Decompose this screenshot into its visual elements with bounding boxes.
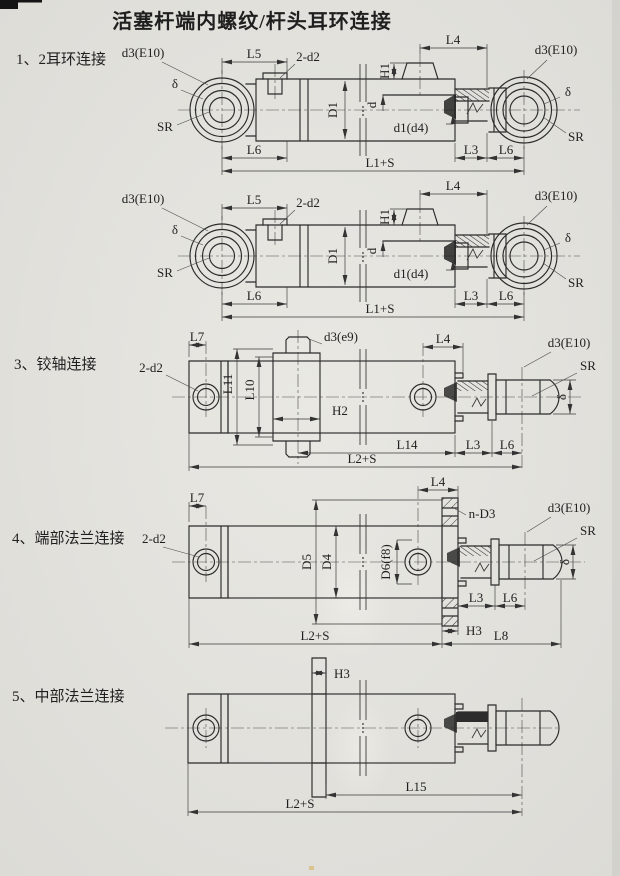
scan-black-mark [0, 0, 42, 3]
dim-label-SR: SR [580, 358, 596, 373]
dim-label-L14: L14 [397, 437, 418, 452]
diagram-3-trunnion: L7 2-d2 L11 L10 d3(e9) H2 L4 d3(E10) SR … [139, 329, 596, 471]
break-lines [359, 680, 367, 776]
port-hole [409, 383, 437, 411]
dim-label-2d2: 2-d2 [139, 360, 163, 375]
scan-speck [309, 866, 314, 870]
dim-label-L7: L7 [190, 329, 205, 344]
thread-band-dark [456, 712, 488, 722]
dim-label-L15: L15 [406, 779, 427, 794]
dim-label-delta: δ [554, 394, 569, 400]
dim-label-D6f8: D6(f8) [378, 544, 393, 579]
dim-label-D5: D5 [299, 554, 314, 570]
port-hole [404, 548, 432, 576]
dim-label-L2S: L2+S [300, 628, 329, 643]
dim-label-H3: H3 [334, 666, 350, 681]
flange-hatch [442, 598, 458, 608]
flange-hatch [442, 616, 458, 626]
break-lines [359, 514, 367, 610]
dim-label-L2S: L2+S [285, 796, 314, 811]
dim-label-d3E10: d3(E10) [548, 500, 591, 515]
label-leaders [165, 338, 578, 397]
dim-label-L7: L7 [190, 490, 205, 505]
extension-lines [188, 341, 576, 471]
trunnion-block-and-pins [272, 336, 321, 458]
port-hole-inner [408, 718, 428, 738]
dim-label-d3e9: d3(e9) [324, 329, 358, 344]
port-hole-inner [196, 387, 216, 407]
dim-label-D4: D4 [319, 554, 334, 570]
page-title: 活塞杆端内螺纹/杆头耳环连接 [112, 9, 392, 33]
scan-edge-shadow [612, 0, 620, 876]
port-hole [192, 383, 220, 411]
port-hole-inner [408, 552, 428, 572]
dim-label-L4: L4 [436, 331, 451, 346]
dim-label-L3: L3 [466, 437, 480, 452]
dim-label-L11: L11 [220, 374, 235, 394]
port-hole [404, 714, 432, 742]
section-title-3: 3、铰轴连接 [14, 355, 97, 373]
dim-label-delta: δ [557, 559, 572, 565]
dim-label-SR: SR [580, 523, 596, 538]
section-title-4: 4、端部法兰连接 [12, 530, 125, 547]
port-hole [192, 714, 220, 742]
dim-label-H3: H3 [466, 623, 482, 638]
section-title-5: 5、中部法兰连接 [12, 688, 125, 705]
thread-hatch-band [459, 546, 491, 556]
label-leaders [162, 506, 578, 562]
flange-hatch [442, 498, 458, 508]
crosshair-centerlines [205, 330, 523, 471]
dim-label-d3E10: d3(E10) [548, 335, 591, 350]
dim-label-2d2: 2-d2 [142, 531, 166, 546]
dim-label-L2S: L2+S [347, 451, 376, 466]
break-lines [359, 349, 367, 445]
dim-label-L6: L6 [500, 437, 515, 452]
scan-smudge [312, 542, 392, 658]
diagram-5-mid-flange: H3 L15 L2+S [165, 657, 560, 816]
thread-hatch-band [456, 381, 488, 391]
port-hole-inner [196, 552, 216, 572]
dim-label-H2: H2 [332, 403, 348, 418]
scan-black-mark [0, 0, 18, 9]
section-title-1: 1、2耳环连接 [16, 51, 106, 68]
dim-label-L10: L10 [242, 380, 257, 401]
flange-hatch [442, 516, 458, 526]
dim-label-L8: L8 [494, 628, 508, 643]
dim-label-L6: L6 [503, 590, 518, 605]
port-hole-inner [196, 718, 216, 738]
port-hole [192, 548, 220, 576]
port-hole-inner [413, 387, 433, 407]
dim-label-nD3: n-D3 [469, 506, 496, 521]
dim-label-L3: L3 [469, 590, 483, 605]
diagram-4-end-flange: L7 2-d2 L4 n-D3 d3(E10) SR D5 D4 D6(f8) … [142, 474, 596, 648]
dim-label-L4: L4 [431, 474, 446, 489]
